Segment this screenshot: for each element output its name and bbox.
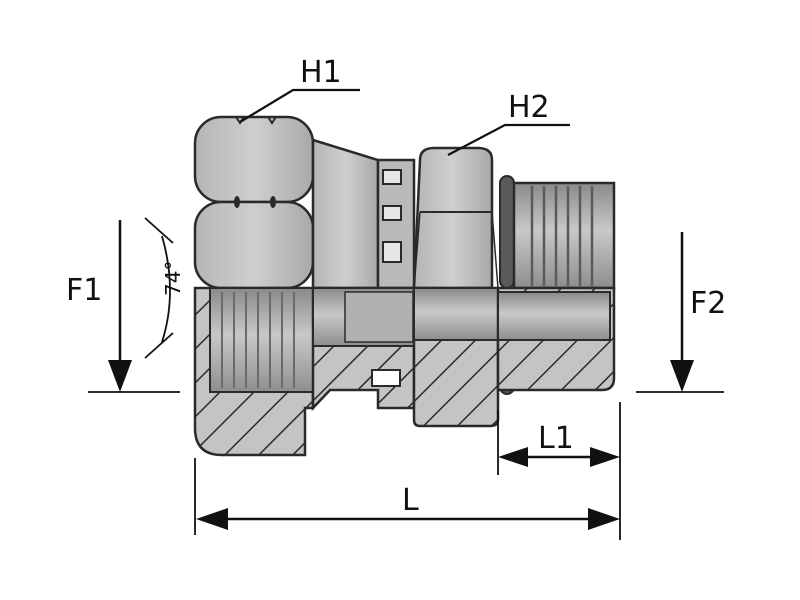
label-f2: F2 xyxy=(690,286,726,321)
leader-h2 xyxy=(447,123,570,156)
angle-arc xyxy=(144,217,174,359)
nut-hex-face-top xyxy=(193,115,315,204)
label-l1: L1 xyxy=(538,421,574,456)
leader-h1 xyxy=(239,88,360,123)
extension-lines xyxy=(194,402,621,540)
swivel-nut-section xyxy=(193,115,315,457)
nut-thread-bore xyxy=(209,287,314,393)
male-bore xyxy=(497,291,611,341)
body-hex-face xyxy=(412,146,494,290)
male-thread-end xyxy=(496,175,616,395)
label-angle: 74° xyxy=(161,261,185,296)
cone-outer xyxy=(311,138,380,290)
hex-body xyxy=(412,146,500,428)
o-ring-top xyxy=(499,175,515,289)
label-h2: H2 xyxy=(508,90,550,125)
label-h1: H1 xyxy=(300,55,342,90)
male-thread-ext xyxy=(512,181,616,290)
label-l: L xyxy=(402,483,419,518)
cone-body xyxy=(311,138,416,412)
l1-dimension xyxy=(498,447,620,467)
label-f1: F1 xyxy=(66,273,102,308)
f1-arrow xyxy=(88,220,180,393)
nut-hex-face-bottom xyxy=(193,200,315,290)
f2-arrow xyxy=(636,232,724,393)
l-dimension xyxy=(196,508,620,530)
